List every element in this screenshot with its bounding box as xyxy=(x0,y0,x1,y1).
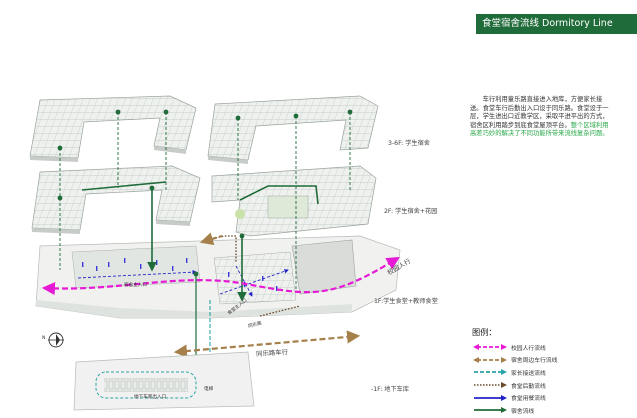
legend: 图例： 校园人行流线宿舍周边车行流线家长接送流线食堂后勤流线食堂用餐流线宿舍流线 xyxy=(472,326,632,417)
legend-item: 食堂用餐流线 xyxy=(472,391,632,404)
north-arrow xyxy=(48,332,64,348)
label-floor-3-6f: 3-6F: 学生宿舍 xyxy=(388,140,430,147)
label-garage-exit: 地下车库出入口 xyxy=(134,395,167,400)
legend-title: 图例： xyxy=(472,327,497,337)
legend-item: 宿舍流线 xyxy=(472,404,632,417)
label-stair: 电梯 xyxy=(204,387,214,392)
legend-swatch xyxy=(474,369,507,376)
label-floor-b1: -1F: 地下车库 xyxy=(371,386,410,393)
label-floor-2f: 2F: 学生宿舍+花园 xyxy=(384,208,438,215)
tongle-road-vehicle-route xyxy=(173,232,361,358)
floor-2f-left-block xyxy=(31,165,201,234)
legend-item-label: 校园人行流线 xyxy=(511,345,546,352)
legend-item-label: 宿舍周边车行流线 xyxy=(511,358,558,365)
label-north: N xyxy=(42,336,46,341)
legend-swatch xyxy=(474,407,507,414)
legend-item: 校园人行流线 xyxy=(472,341,632,354)
school-pedestrian-route xyxy=(41,256,400,296)
legend-item: 食堂后勤流线 xyxy=(472,379,632,392)
page-title: 食堂宿舍流线 Dormitory Line xyxy=(476,14,637,34)
legend-swatch xyxy=(473,344,507,351)
legend-rows: 校园人行流线宿舍周边车行流线家长接送流线食堂后勤流线食堂用餐流线宿舍流线 xyxy=(472,341,632,417)
legend-swatch xyxy=(473,356,507,363)
floor-b1-garage xyxy=(73,351,255,411)
dorm-core-dots xyxy=(57,109,353,277)
legend-item: 家长接送流线 xyxy=(472,366,632,379)
floor-3-6f-right-block xyxy=(207,95,379,164)
label-floor-1f: 1F:学生食堂+教师食堂 xyxy=(374,298,438,305)
canteen-logistics-route xyxy=(205,235,301,317)
legend-swatch xyxy=(474,382,507,389)
legend-item: 宿舍周边车行流线 xyxy=(472,354,632,367)
label-dorm-entrance: 宿舍主入口 xyxy=(124,283,147,288)
description-highlight: 整个区域利用高差巧妙的解决了不同功能所带来流线复杂问题。 xyxy=(470,121,609,138)
floor-2f-right-block xyxy=(211,165,377,237)
legend-item-label: 食堂用餐流线 xyxy=(511,396,546,403)
description-text: 车行利用童乐路直接进入地库，方便家长接送。食堂车行后勤出入口设于同乐路。食堂设于… xyxy=(470,96,610,139)
legend-item-label: 宿舍流线 xyxy=(511,408,535,415)
legend-item-label: 食堂后勤流线 xyxy=(511,383,546,390)
legend-swatch xyxy=(474,394,507,401)
description-main: 车行利用童乐路直接进入地库，方便家长接送。食堂车行后勤出入口设于同乐路。食堂设于… xyxy=(470,96,609,129)
legend-item-label: 家长接送流线 xyxy=(511,370,546,377)
floor-3-6f-left-block xyxy=(29,95,197,162)
